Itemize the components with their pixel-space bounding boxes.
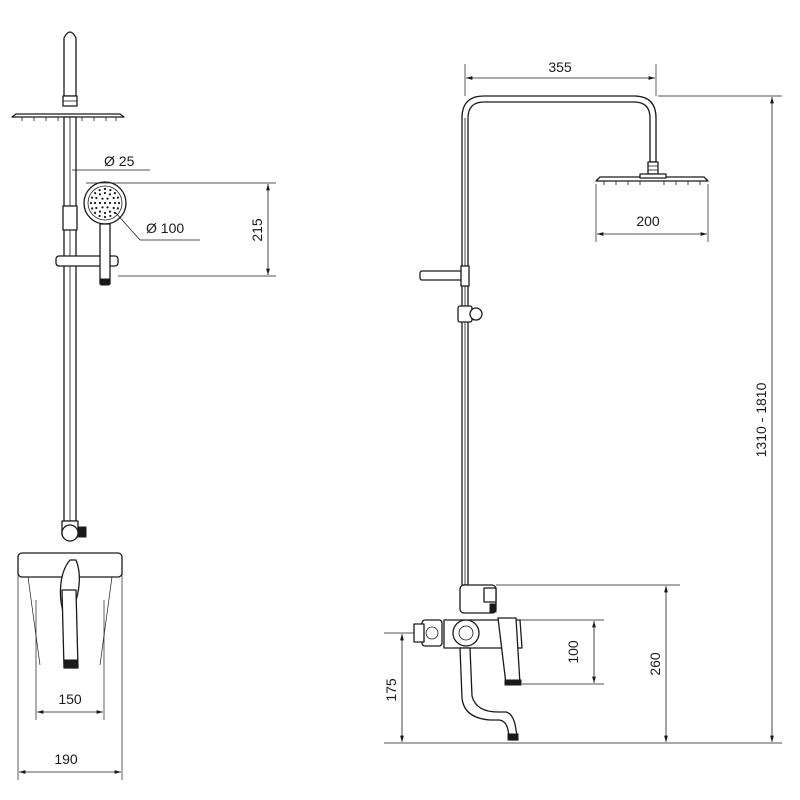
dim-pipe-diameter: Ø 25: [104, 153, 135, 169]
dim-total-height: 1310 - 1810: [753, 382, 769, 457]
dim-hand-shower-height: 215: [249, 218, 265, 242]
dim-hand-shower-diameter: Ø 100: [146, 220, 184, 236]
nozzle-dot: [98, 214, 101, 218]
side-shower-head: [595, 176, 709, 182]
front-spout-tip: [63, 659, 79, 669]
side-mixer: [413, 617, 523, 686]
nozzle-dot: [109, 214, 112, 218]
nozzle-dot: [98, 188, 101, 192]
side-riser-arm: [461, 95, 657, 586]
nozzle-dot: [90, 207, 94, 210]
dim-head-diameter: 200: [636, 213, 660, 229]
front-shower-head-nozzles: [21, 117, 117, 121]
hand-shower-nozzles: [89, 187, 121, 219]
front-riser-joint: [62, 205, 78, 231]
nozzle-dot: [89, 201, 93, 205]
nozzle-dot: [106, 197, 109, 200]
nozzle-dot: [103, 187, 107, 191]
nozzle-dot: [95, 196, 98, 200]
front-dimensions: Ø 25 215 Ø 100 150 190: [18, 153, 276, 774]
nozzle-dot: [108, 193, 112, 196]
dim-mixer-width-inner: 150: [58, 691, 82, 707]
nozzle-dot: [101, 197, 104, 200]
nozzle-dot: [108, 210, 112, 213]
nozzle-dot: [103, 215, 107, 219]
dim-spout-height: 100: [565, 640, 581, 664]
nozzle-dot: [103, 201, 107, 205]
nozzle-dot: [98, 201, 102, 205]
nozzle-dot: [113, 201, 117, 205]
nozzle-dot: [101, 206, 104, 209]
dim-outlet-height: 260: [647, 652, 663, 676]
dim-mixer-width-outer: 190: [54, 751, 78, 767]
nozzle-dot: [103, 211, 107, 215]
nozzle-dot: [109, 188, 112, 192]
front-top-pipe: [63, 31, 77, 97]
nozzle-dot: [98, 210, 102, 213]
front-hand-shower: [83, 181, 127, 286]
nozzle-dot: [98, 193, 102, 196]
side-dimensions: 355 200 1310 - 1810 260 100 175: [383, 59, 782, 744]
nozzle-dot: [94, 211, 97, 214]
nozzle-dot: [90, 196, 94, 199]
side-shower-head-nozzles: [603, 181, 701, 185]
dim-arm-reach: 355: [548, 59, 572, 75]
nozzle-dot: [112, 206, 115, 210]
nozzle-dot: [113, 192, 116, 195]
nozzle-dot: [94, 192, 97, 195]
nozzle-dot: [103, 191, 107, 195]
nozzle-dot: [112, 196, 115, 200]
side-head-connector: [647, 161, 659, 175]
front-shower-head: [11, 113, 125, 118]
nozzle-dot: [108, 201, 112, 205]
nozzle-dot: [116, 207, 120, 210]
nozzle-dot: [117, 201, 121, 205]
side-view: [413, 95, 709, 741]
front-diverter: [61, 520, 87, 542]
side-riser-joint: [460, 265, 470, 287]
nozzle-dot: [93, 201, 97, 205]
dim-spout-offset: 175: [383, 678, 399, 702]
front-mixer-spout: [61, 589, 79, 669]
nozzle-dot: [116, 196, 120, 199]
nozzle-dot: [106, 206, 109, 209]
front-view: [11, 31, 127, 780]
side-hand-shower: [419, 270, 463, 281]
nozzle-dot: [95, 206, 98, 210]
